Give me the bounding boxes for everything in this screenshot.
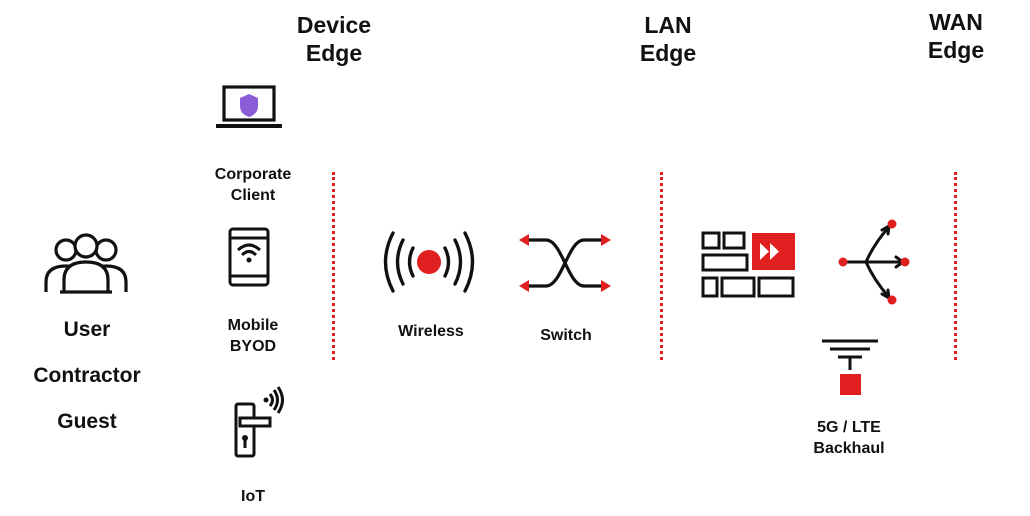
label-line: Corporate <box>214 166 292 183</box>
user-group-icon <box>44 233 128 294</box>
wireless-access-point-icon <box>383 231 475 293</box>
label-line: BYOD <box>229 338 277 355</box>
sdwan-router-icon <box>838 219 910 305</box>
label-line: Client <box>230 187 276 204</box>
label-line: Backhaul <box>813 440 885 457</box>
corporate-client-label: Corporate Client <box>198 164 308 206</box>
switch-icon <box>519 234 611 292</box>
device-edge-header: Device Edge <box>272 11 396 67</box>
header-line: Edge <box>305 40 363 66</box>
device-edge-divider <box>332 172 335 360</box>
iot-label: IoT <box>241 488 265 505</box>
cellular-backhaul-icon <box>822 339 878 395</box>
header-line: LAN <box>644 12 692 38</box>
tablet-wifi-icon <box>228 227 270 287</box>
header-line: Edge <box>639 40 697 66</box>
wireless-label: Wireless <box>398 323 464 340</box>
lan-edge-divider <box>660 172 663 360</box>
laptop-shield-icon <box>216 85 282 128</box>
header-line: Edge <box>927 37 985 63</box>
wan-edge-divider <box>954 172 957 360</box>
mobile-byod-label: Mobile BYOD <box>198 315 308 357</box>
label-line: 5G / LTE <box>817 419 881 436</box>
label-line: Mobile <box>227 317 279 334</box>
smart-lock-icon <box>234 386 284 458</box>
header-line: Device <box>296 12 372 38</box>
role-contractor: Contractor <box>33 364 141 387</box>
wan-edge-header: WAN Edge <box>910 8 1002 64</box>
switch-label: Switch <box>540 327 592 344</box>
header-line: WAN <box>929 9 983 35</box>
role-guest: Guest <box>57 410 117 433</box>
backhaul-label: 5G / LTE Backhaul <box>794 417 904 459</box>
role-user: User <box>63 318 111 341</box>
firewall-icon <box>701 231 795 298</box>
lan-edge-header: LAN Edge <box>618 11 718 67</box>
